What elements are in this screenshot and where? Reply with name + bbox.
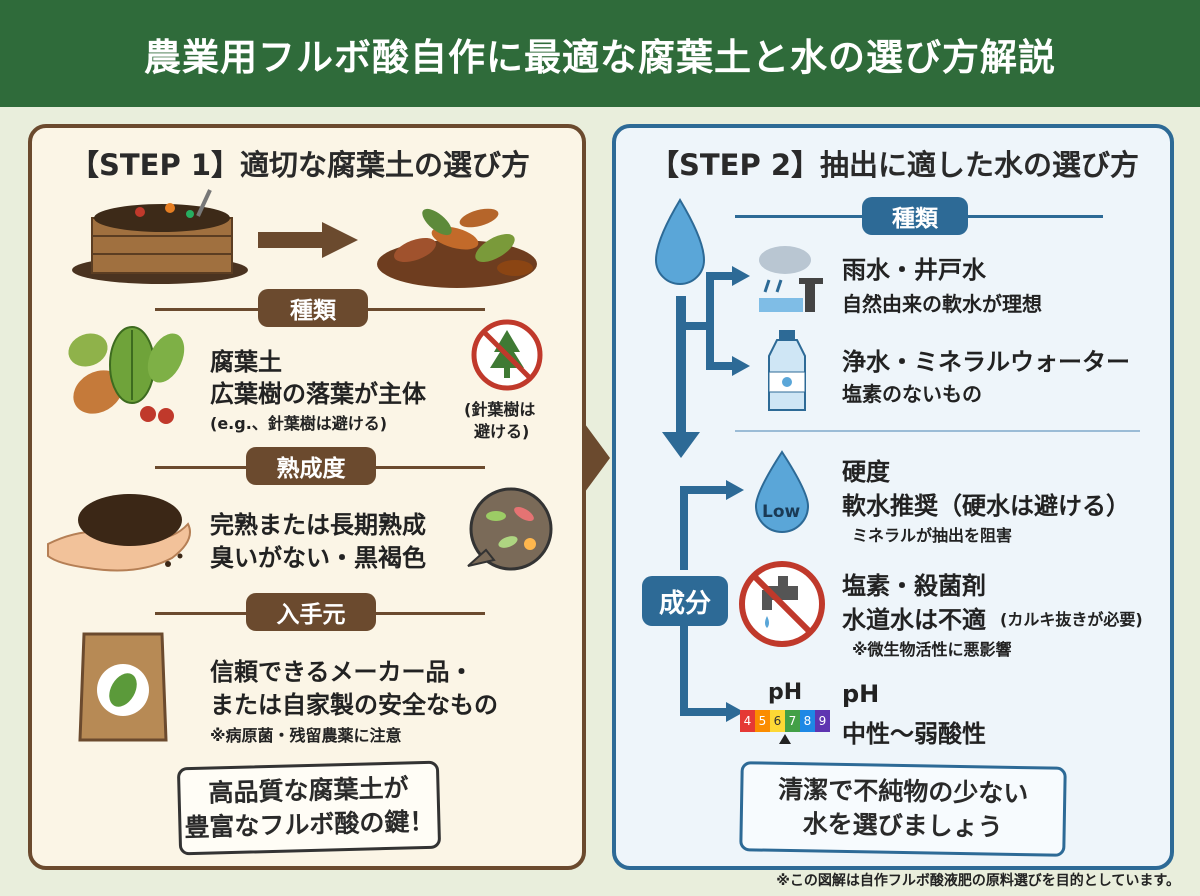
ph-scale-cell: 9 [815,710,830,732]
compost-bin-icon [72,189,248,284]
microbe-icon [467,487,553,571]
rain-line1: 雨水・井戸水 [842,256,986,284]
source-label: 入手元 [246,593,376,631]
ph-icon-label: pH [768,680,803,705]
low-drop-icon [754,450,810,533]
water-bottle-icon [768,330,806,411]
ph-line1: pH [842,680,880,708]
ph-scale-icon: 4 5 6 7 8 9 [740,710,830,732]
hardness-line3: ミネラルが抽出を阻害 [852,526,1013,545]
ph-scale-cell: 6 [770,710,785,732]
source-line1: 信頼できるメーカー品・ [210,658,474,686]
component-label: 成分 [642,576,728,626]
chlorine-line2-note: (カルキ抜きが必要) [1000,610,1143,629]
footnote: ※この図解は自作フルボ酸液肥の原料選びを目的としています。 [776,873,1180,889]
conifer-note-2: 避ける) [474,422,530,441]
source-line3: ※病原菌・残留農薬に注意 [210,726,402,745]
ph-scale-cell: 7 [785,710,800,732]
type-line2: 広葉樹の落葉が主体 [210,380,426,408]
section-divider-dashed [735,430,1140,432]
header-bar: 農業用フルボ酸自作に最適な腐葉土と水の選び方解説 [0,0,1200,107]
process-arrow-icon [258,222,358,258]
step2-callout-line2: 水を選びましょう [802,809,1003,842]
hardness-line1: 硬度 [842,458,890,486]
type-line1: 腐葉土 [210,348,282,376]
maturity-line2: 臭いがない・黒褐色 [210,544,426,572]
conifer-note-1: (針葉樹は [464,400,536,419]
step1-callout: 高品質な腐葉土が 豊富なフルボ酸の鍵！ [176,760,442,856]
rain-well-icon [759,246,823,312]
soil-bag-icon [78,632,168,742]
hardness-line2: 軟水推奨（硬水は避ける） [842,492,1130,520]
purified-line2: 塩素のないもの [842,382,982,406]
step2-panel [612,124,1174,870]
maturity-label: 熟成度 [246,447,376,485]
ph-pointer-icon [779,734,791,744]
rain-line2: 自然由来の軟水が理想 [842,292,1042,316]
page-title: 農業用フルボ酸自作に最適な腐葉土と水の選び方解説 [144,35,1056,79]
water-flow-icon [654,198,750,458]
component-branch-icon [680,480,744,722]
broadleaf-icon [68,326,185,424]
type-line3: (e.g.、針葉樹は避ける) [210,414,388,433]
source-line2: または自家製の安全なもの [210,691,498,719]
ph-scale-cell: 8 [800,710,815,732]
water-type-label: 種類 [862,197,968,235]
step2-callout: 清潔で不純物の少ない 水を選びましょう [739,761,1067,857]
low-drop-label: Low [762,502,801,522]
step1-callout-line1: 高品質な腐葉土が [208,773,409,808]
step1-callout-line2: 豊富なフルボ酸の鍵！ [184,806,435,843]
no-conifer-icon [471,319,543,391]
chlorine-line2: 水道水は不適 [842,606,986,634]
purified-line1: 浄水・ミネラルウォーター [842,348,1130,376]
step2-callout-line1: 清潔で不純物の少ない [778,775,1029,809]
leaf-pile-icon [377,208,537,288]
step1-heading: 【STEP 1】適切な腐葉土の選び方 [70,148,531,182]
hand-soil-icon [47,494,191,572]
step2-heading: 【STEP 2】抽出に適した水の選び方 [650,148,1140,182]
ph-line2: 中性〜弱酸性 [842,720,986,748]
ph-scale-cell: 5 [755,710,770,732]
ph-scale-cell: 4 [740,710,755,732]
chlorine-line1: 塩素・殺菌剤 [842,572,986,600]
maturity-line1: 完熟または長期熟成 [210,511,426,539]
type-label: 種類 [258,289,368,327]
arrow-right-icon [582,420,610,496]
no-tap-water-icon [739,561,825,647]
chlorine-line3: ※微生物活性に悪影響 [852,640,1012,659]
